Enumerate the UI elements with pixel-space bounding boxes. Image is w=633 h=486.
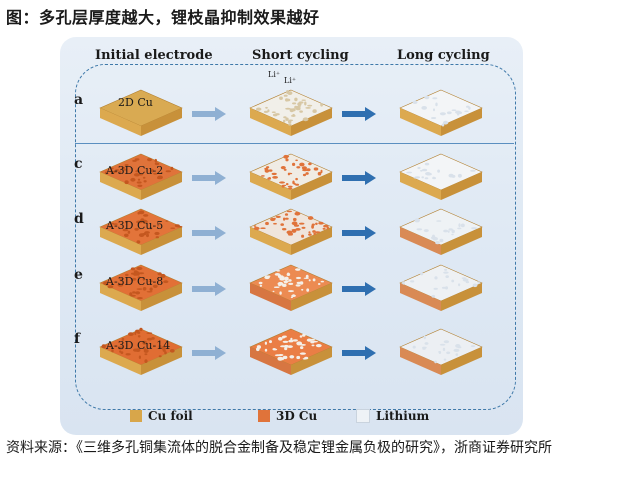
sample-label: 2D Cu <box>118 96 153 109</box>
arrow-icon <box>342 225 376 239</box>
arrow-icon <box>342 170 376 184</box>
cu-foil-swatch <box>130 410 142 422</box>
slab-short-a <box>248 88 334 140</box>
slab-long-f <box>398 327 484 379</box>
legend-label: Lithium <box>376 409 429 423</box>
figure-title: 图：多孔层厚度越大，锂枝晶抑制效果越好 <box>6 4 320 28</box>
lithium-swatch <box>356 409 370 423</box>
arrow-icon <box>342 345 376 359</box>
slab-initial-c <box>98 152 184 204</box>
sample-label: A-3D Cu-8 <box>106 275 163 288</box>
legend-label: Cu foil <box>148 409 193 423</box>
source-note: 资料来源：《三维多孔铜集流体的脱合金制备及稳定锂金属负极的研究》，浙商证券研究所 <box>6 437 606 459</box>
arrow-icon <box>192 170 226 184</box>
legend-item-cu-foil: Cu foil <box>130 408 193 424</box>
row-separator <box>75 143 514 144</box>
arrow-icon <box>192 345 226 359</box>
li-ion-label: Li⁺ <box>284 76 296 85</box>
li-ion-label: Li⁺ <box>268 70 280 79</box>
row-label-c: c <box>74 156 83 172</box>
slab-initial-e <box>98 263 184 315</box>
slab-short-d <box>248 207 334 259</box>
slab-long-e <box>398 263 484 315</box>
sample-label: A-3D Cu-14 <box>106 339 170 352</box>
row-label-f: f <box>74 331 80 347</box>
column-header-short: Short cycling <box>252 48 349 63</box>
slab-short-e <box>248 263 334 315</box>
slab-short-c <box>248 152 334 204</box>
slab-initial-f <box>98 327 184 379</box>
slab-long-d <box>398 207 484 259</box>
slab-short-f <box>248 327 334 379</box>
arrow-icon <box>192 225 226 239</box>
3d-cu-swatch <box>258 410 270 422</box>
row-label-d: d <box>74 211 84 227</box>
arrow-icon <box>192 281 226 295</box>
slab-initial-d <box>98 207 184 259</box>
legend-item-lithium: Lithium <box>356 408 429 424</box>
sample-label: A-3D Cu-2 <box>106 164 163 177</box>
slab-long-c <box>398 152 484 204</box>
legend-label: 3D Cu <box>276 409 317 423</box>
slab-long-a <box>398 88 484 140</box>
sample-label: A-3D Cu-5 <box>106 219 163 232</box>
arrow-icon <box>342 281 376 295</box>
row-label-e: e <box>74 267 83 283</box>
column-header-initial: Initial electrode <box>95 48 213 63</box>
row-label-a: a <box>74 92 83 108</box>
column-header-long: Long cycling <box>397 48 490 63</box>
legend-item-3d-cu: 3D Cu <box>258 408 317 424</box>
arrow-icon <box>192 106 226 120</box>
arrow-icon <box>342 106 376 120</box>
